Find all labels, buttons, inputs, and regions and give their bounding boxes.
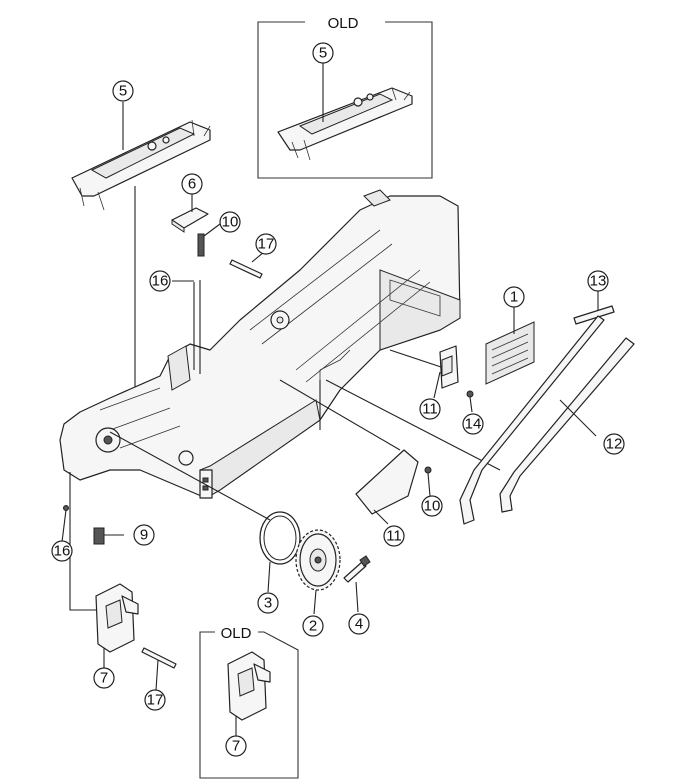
svg-text:11: 11 bbox=[422, 401, 438, 418]
svg-text:14: 14 bbox=[465, 416, 482, 433]
svg-text:4: 4 bbox=[355, 616, 363, 633]
svg-text:5: 5 bbox=[319, 45, 327, 62]
part-5-top-cover: 5 bbox=[71, 80, 211, 390]
svg-text:7: 7 bbox=[232, 738, 240, 755]
callout-12: 11 bbox=[383, 525, 405, 547]
svg-text:2: 2 bbox=[309, 618, 317, 635]
feeder-main-body bbox=[59, 189, 501, 611]
svg-text:11: 11 bbox=[386, 528, 402, 545]
svg-text:10: 10 bbox=[222, 214, 239, 231]
svg-text:9: 9 bbox=[140, 527, 148, 544]
svg-text:3: 3 bbox=[264, 595, 272, 612]
callout-14: 13 bbox=[587, 270, 609, 292]
part-1-label-plate: 1 bbox=[485, 286, 535, 385]
callout-15: 14 bbox=[462, 413, 484, 435]
part-16-pin-lower: 16 bbox=[51, 505, 73, 562]
part-14-small-plate: 13 bbox=[573, 270, 615, 325]
callout-8: 10 bbox=[219, 211, 241, 233]
callout-10: 12 bbox=[603, 433, 625, 455]
callout-1: 1 bbox=[503, 286, 525, 308]
part-13-bracket: 11 bbox=[419, 345, 459, 420]
callout-4: 4 bbox=[348, 613, 370, 635]
part-8-spring: 10 bbox=[197, 211, 241, 257]
old-box-part-5: OLD 5 bbox=[257, 15, 433, 179]
callout-5-old: 5 bbox=[312, 42, 334, 64]
part-3-ring: 3 bbox=[257, 511, 301, 614]
part-7-latch: 7 bbox=[93, 583, 139, 689]
part-17-pin-upper: 17 bbox=[229, 233, 277, 279]
svg-text:13: 13 bbox=[590, 273, 607, 290]
old-box-part-7: OLD 7 bbox=[199, 625, 299, 779]
svg-text:5: 5 bbox=[119, 83, 127, 100]
callout-17-lower: 17 bbox=[144, 689, 166, 711]
part-2-sprocket: 2 bbox=[295, 529, 341, 637]
callout-7: 7 bbox=[93, 667, 115, 689]
svg-text:16: 16 bbox=[152, 273, 169, 290]
svg-text:6: 6 bbox=[188, 176, 196, 193]
old-box-label-7: OLD bbox=[221, 625, 252, 642]
svg-text:12: 12 bbox=[606, 436, 623, 453]
callout-7-old: 7 bbox=[225, 735, 247, 757]
callout-17-upper: 17 bbox=[255, 233, 277, 255]
callout-16-upper: 16 bbox=[149, 270, 171, 292]
svg-text:17: 17 bbox=[147, 692, 164, 709]
part-12-cover-plate: 11 bbox=[355, 449, 419, 547]
svg-text:10: 10 bbox=[424, 498, 441, 515]
callout-9: 9 bbox=[133, 524, 155, 546]
callout-3: 3 bbox=[257, 592, 279, 614]
svg-text:7: 7 bbox=[100, 670, 108, 687]
callout-16-lower: 16 bbox=[51, 540, 73, 562]
part-6-clip: 6 bbox=[171, 173, 209, 233]
part-9-spring: 9 bbox=[93, 524, 155, 546]
callout-2: 2 bbox=[302, 615, 324, 637]
part-10-side-rails: 12 bbox=[459, 315, 635, 525]
svg-text:1: 1 bbox=[510, 289, 518, 306]
part-4-bolt: 4 bbox=[343, 555, 371, 635]
part-17-pin-lower: 17 bbox=[141, 647, 177, 711]
callout-11: 10 bbox=[421, 495, 443, 517]
callout-6: 6 bbox=[181, 173, 203, 195]
callout-5: 5 bbox=[112, 80, 134, 102]
old-box-label: OLD bbox=[328, 15, 359, 32]
callout-13: 11 bbox=[419, 398, 441, 420]
part-16-pin-upper: 16 bbox=[149, 270, 201, 374]
part-11-screw: 10 bbox=[421, 466, 443, 517]
part-15-screw: 14 bbox=[462, 390, 484, 435]
svg-text:16: 16 bbox=[54, 543, 71, 560]
svg-text:17: 17 bbox=[258, 236, 275, 253]
